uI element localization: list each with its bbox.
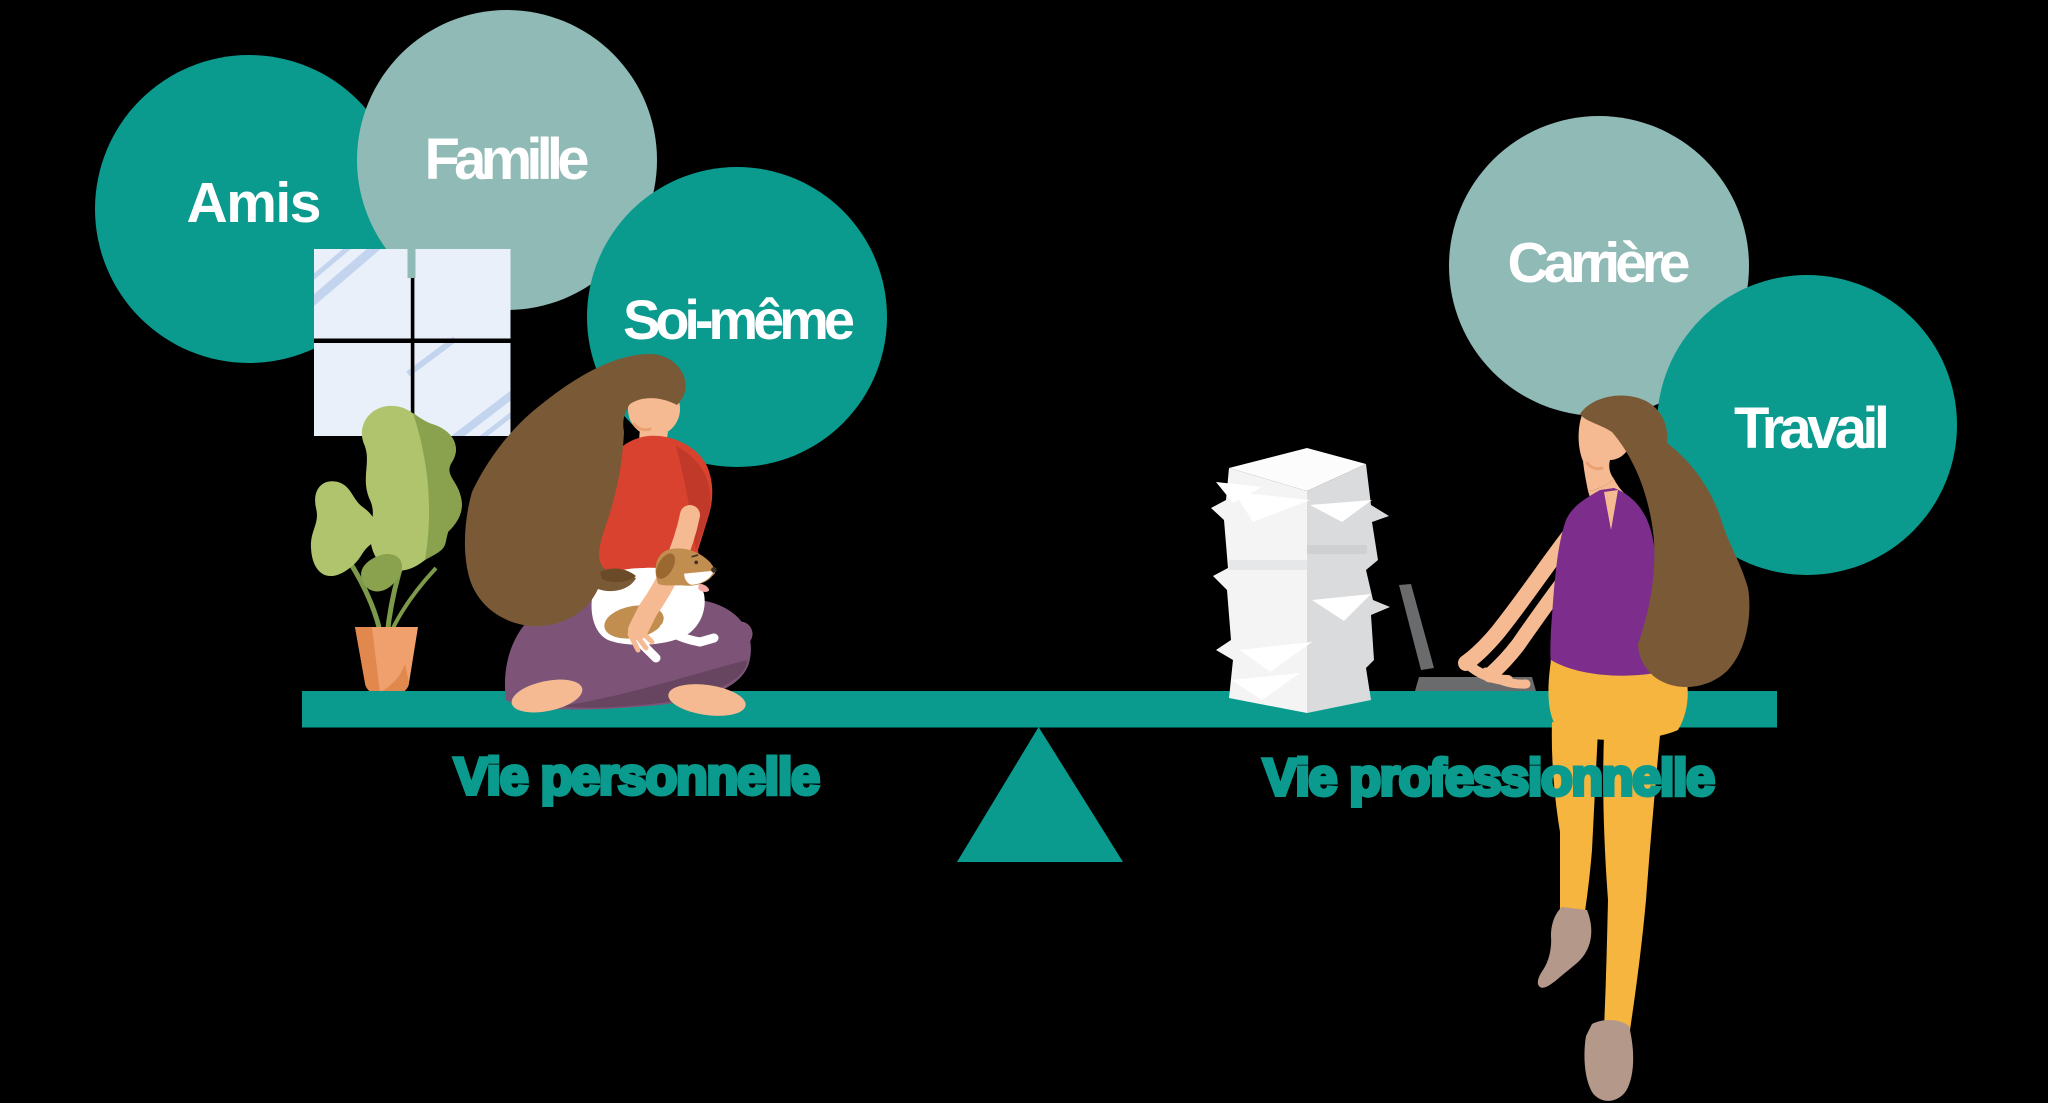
svg-text:Carrière: Carrière bbox=[1508, 231, 1691, 295]
svg-text:Soi-même: Soi-même bbox=[623, 288, 855, 351]
svg-text:Vie professionnelle: Vie professionnelle bbox=[1263, 749, 1715, 807]
svg-text:Vie personnelle: Vie personnelle bbox=[454, 748, 820, 806]
svg-text:Travail: Travail bbox=[1734, 396, 1890, 461]
svg-text:Amis: Amis bbox=[187, 171, 322, 235]
svg-text:Famille: Famille bbox=[425, 127, 590, 192]
